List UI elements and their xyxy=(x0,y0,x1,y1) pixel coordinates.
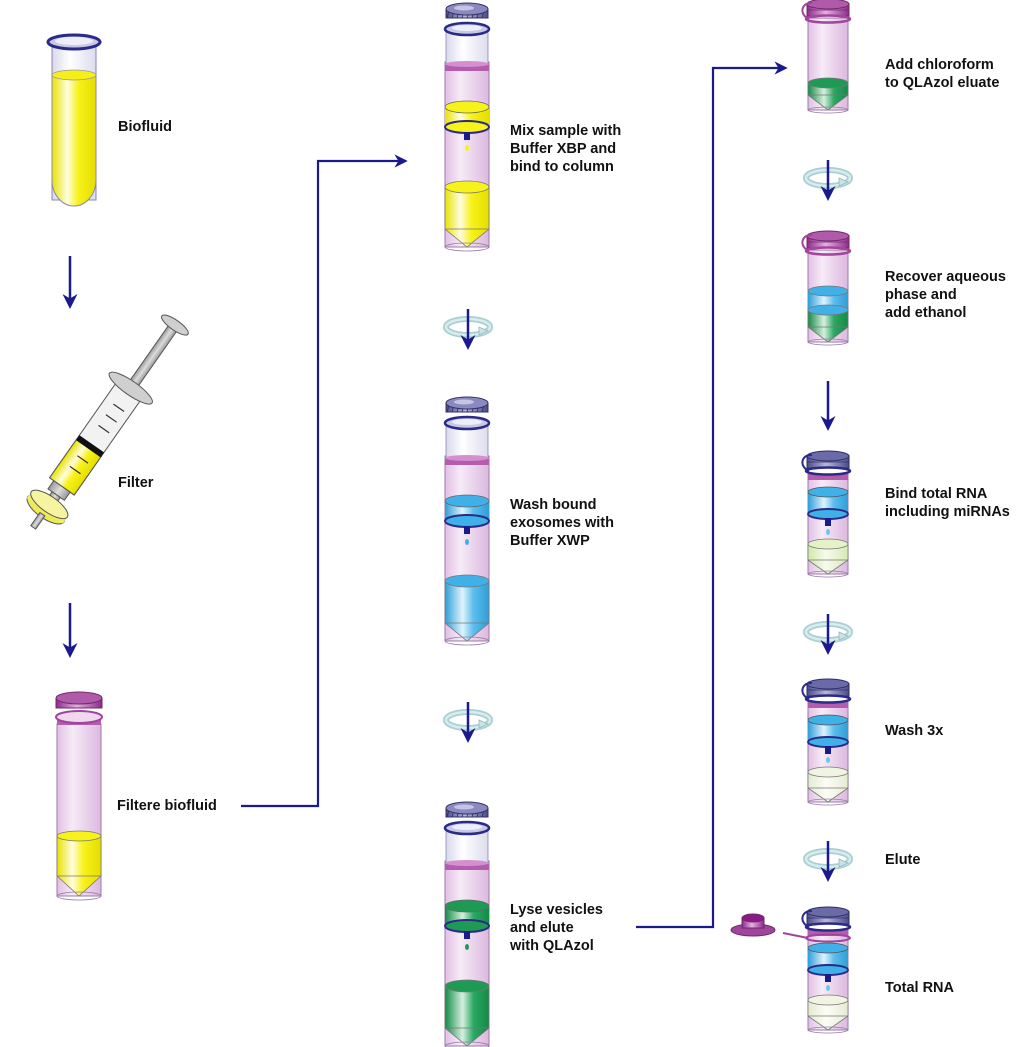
biofluid-test-tube-icon xyxy=(46,33,102,207)
collection-tube-icon xyxy=(55,691,103,901)
microtube-icon xyxy=(801,0,852,114)
spin-column-icon xyxy=(443,396,491,646)
microtube-icon xyxy=(801,230,852,346)
step-label-wash-xwp: Wash bound exosomes with Buffer XWP xyxy=(510,497,614,549)
step-label-recover: Recover aqueous phase and add ethanol xyxy=(885,269,1006,321)
centrifuge-icon xyxy=(803,160,853,201)
step-label-chloroform: Add chloroform to QLAzol eluate xyxy=(885,57,1000,91)
spin-column-icon xyxy=(443,801,491,1047)
centrifuge-icon xyxy=(443,702,493,743)
spin-column-icon xyxy=(443,2,491,252)
step-label-filtered-biofluid: Filtere biofluid xyxy=(117,798,217,814)
step-label-wash3x: Wash 3x xyxy=(885,723,944,739)
elbow-connector-arrow xyxy=(636,61,788,929)
step-label-biofluid: Biofluid xyxy=(118,119,172,135)
centrifuge-icon xyxy=(803,841,853,882)
mini-column-icon xyxy=(801,450,852,578)
elbow-connector-arrow xyxy=(241,154,408,808)
centrifuge-icon xyxy=(803,614,853,655)
mini-column-icon xyxy=(730,906,852,1034)
step-label-lyse: Lyse vesicles and elute with QLAzol xyxy=(510,902,603,954)
centrifuge-icon xyxy=(443,309,493,350)
step-label-total-rna: Total RNA xyxy=(885,980,955,996)
step-label-filter: Filter xyxy=(118,475,154,491)
step-label-bind-rna: Bind total RNA including miRNAs xyxy=(885,486,1010,520)
step-label-bind-column: Mix sample with Buffer XBP and bind to c… xyxy=(510,123,622,175)
mini-column-icon xyxy=(801,678,852,806)
syringe-filter-icon xyxy=(26,314,189,530)
step-label-elute: Elute xyxy=(885,852,921,868)
